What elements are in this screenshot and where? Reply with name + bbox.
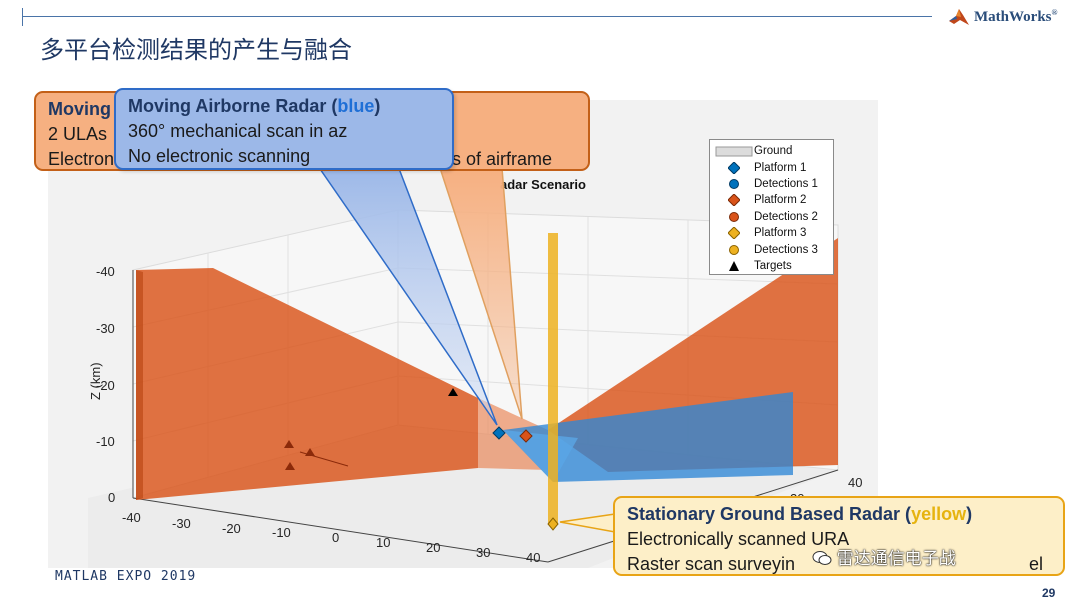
header-rule [22, 16, 932, 17]
x-tick-label: -10 [272, 525, 291, 540]
x-tick-label: -20 [222, 521, 241, 536]
circle-icon [729, 211, 739, 222]
callout-title: Moving [48, 99, 111, 119]
legend-item-platform-1: Platform 1 [714, 159, 833, 175]
x-tick-label: 0 [332, 530, 339, 545]
legend-item-targets: Targets [714, 258, 833, 274]
legend-label: Platform 1 [754, 161, 807, 174]
x-tick-label: 30 [476, 545, 490, 560]
legend-item-detections-1: Detections 1 [714, 176, 833, 192]
x-axis-line [132, 497, 549, 563]
diamond-icon [728, 194, 740, 207]
x-tick-label: 40 [526, 550, 540, 565]
coverage-platform-2-edge [136, 270, 143, 500]
legend-label: Detections 2 [754, 210, 818, 223]
z-tick-label: -40 [96, 264, 115, 279]
brand-name: MathWorks® [974, 8, 1058, 25]
plot-legend: Ground Platform 1 Detections 1 Platform … [709, 139, 834, 275]
legend-item-ground: Ground [714, 143, 833, 159]
callout-line: No electronic scanning [128, 146, 311, 166]
diamond-icon [728, 161, 740, 174]
coverage-platform-1-cone [503, 430, 578, 482]
callout-platform-1: Moving Airborne Radar (blue) 360° mechan… [114, 88, 454, 170]
legend-label: Ground [754, 145, 793, 158]
coverage-platform-3 [548, 233, 558, 525]
ground-patch-icon [715, 146, 753, 157]
event-label: MATLAB EXPO 2019 [55, 569, 197, 584]
x-tick-label: 10 [376, 535, 390, 550]
legend-label: Detections 3 [754, 243, 818, 256]
platform-1-marker [492, 426, 506, 440]
z-tick-label: -10 [96, 434, 115, 449]
callout-line: Electronically scanned URA [627, 529, 850, 549]
y-tick-label: 40 [848, 475, 862, 490]
slide-title: 多平台检测结果的产生与融合 [40, 36, 352, 64]
platform-2-marker [519, 429, 533, 443]
x-tick-label: -40 [122, 510, 141, 525]
plot-title: adar Scenario [500, 177, 586, 192]
x-tick-label: -30 [172, 516, 191, 531]
target-detected-marker [285, 462, 295, 470]
target-detected-marker [284, 440, 294, 448]
legend-item-platform-3: Platform 3 [714, 225, 833, 241]
legend-item-detections-3: Detections 3 [714, 241, 833, 257]
legend-label: Targets [754, 259, 792, 272]
z-axis-label: Z (km) [88, 362, 103, 400]
z-tick-label: -20 [96, 378, 115, 393]
callout-title: Stationary Ground Based Radar (yellow) [627, 504, 973, 524]
x-tick-label: 20 [426, 540, 440, 555]
diamond-icon [728, 227, 740, 240]
legend-label: Detections 1 [754, 177, 818, 190]
triangle-icon [729, 260, 739, 271]
platform-3-marker [547, 517, 559, 531]
z-tick-label: -30 [96, 321, 115, 336]
wechat-icon [812, 551, 832, 565]
watermark: 雷达通信电子战 [812, 544, 956, 569]
mathworks-logo: MathWorks® [948, 5, 1058, 29]
coverage-platform-1 [503, 392, 793, 482]
legend-item-platform-2: Platform 2 [714, 192, 833, 208]
legend-label: Platform 2 [754, 194, 807, 207]
legend-item-detections-2: Detections 2 [714, 209, 833, 225]
header-rule-vertical [22, 8, 23, 26]
z-tick-label: 0 [108, 490, 115, 505]
callout-line: 360° mechanical scan in az [128, 121, 348, 141]
membrane-logo-icon [949, 9, 969, 25]
callout-platform-3: Stationary Ground Based Radar (yellow) E… [613, 496, 1065, 576]
legend-label: Platform 3 [754, 227, 807, 240]
page-number: 29 [1042, 586, 1056, 600]
circle-icon [729, 178, 739, 189]
circle-icon [729, 244, 739, 255]
callout-line: 2 ULAs [48, 124, 108, 144]
callout-title: Moving Airborne Radar (blue) [128, 96, 381, 116]
coverage-platform-2-left [136, 268, 478, 500]
target-track [299, 451, 349, 467]
